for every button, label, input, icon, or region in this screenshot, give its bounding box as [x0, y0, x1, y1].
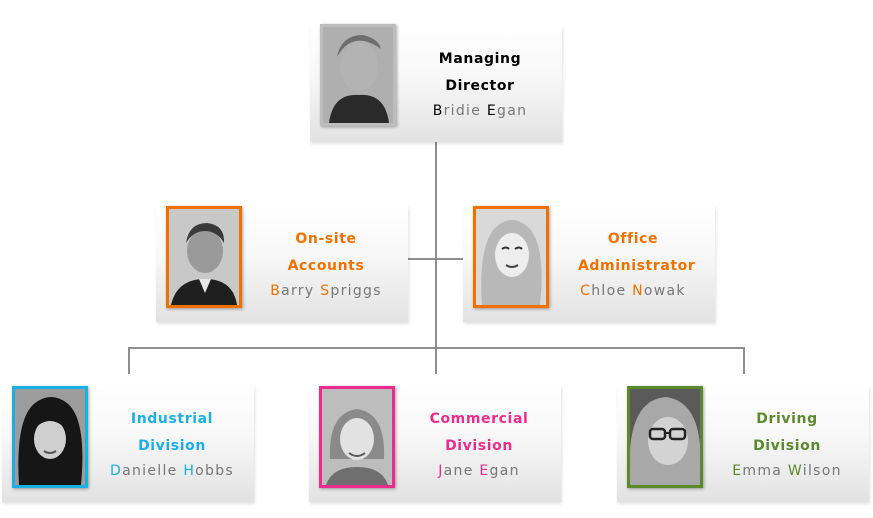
role-title: Commercial Division	[429, 411, 529, 454]
role-title: Office Administrator	[578, 231, 696, 274]
connector-industrial-drop	[128, 347, 130, 374]
name-initial: B	[270, 283, 282, 299]
name-rest: gan	[497, 103, 528, 119]
person-name: Emma Wilson	[732, 460, 842, 482]
name-initial: E	[732, 463, 743, 479]
role-title: Driving Division	[753, 411, 821, 454]
person-name: Jane Egan	[438, 460, 520, 482]
person-photo-icon	[323, 27, 393, 123]
onsite-accounts-text: On-site Accounts Barry Spriggs	[248, 206, 404, 322]
name-initial: D	[110, 463, 123, 479]
onsite-accounts-card: On-site Accounts Barry Spriggs	[156, 206, 408, 322]
person-photo-icon	[630, 389, 700, 485]
office-administrator-card: Office Administrator Chloe Nowak	[463, 206, 715, 322]
name-rest: ane	[443, 463, 480, 479]
industrial-division-photo	[12, 386, 88, 488]
person-photo-icon	[169, 209, 239, 305]
name-rest: anielle	[122, 463, 184, 479]
name-initial: C	[580, 283, 592, 299]
person-name: Barry Spriggs	[270, 280, 382, 302]
person-photo-icon	[15, 389, 85, 485]
driving-division-card: Driving Division Emma Wilson	[617, 386, 869, 502]
office-administrator-text: Office Administrator Chloe Nowak	[555, 206, 711, 322]
managing-director-photo	[320, 24, 396, 126]
onsite-accounts-photo	[166, 206, 242, 308]
commercial-division-card: Commercial Division Jane Egan	[309, 386, 561, 502]
commercial-division-text: Commercial Division Jane Egan	[401, 386, 557, 502]
managing-director-card: Managing Director Bridie Egan	[310, 24, 562, 142]
name-initial: E	[479, 463, 490, 479]
name-rest: ilson	[802, 463, 842, 479]
connector-divisions-horizontal	[128, 347, 745, 349]
driving-division-photo	[627, 386, 703, 488]
name-initial: J	[438, 463, 444, 479]
name-initial: E	[486, 103, 498, 119]
person-photo-icon	[322, 389, 392, 485]
name-rest: gan	[489, 463, 520, 479]
person-name: Chloe Nowak	[580, 280, 686, 302]
name-rest: obbs	[195, 463, 234, 479]
name-rest: mma	[742, 463, 788, 479]
name-initial: N	[632, 283, 644, 299]
person-photo-icon	[476, 209, 546, 305]
person-name: Danielle Hobbs	[110, 460, 234, 482]
role-title: Managing Director	[438, 51, 522, 94]
person-name: Bridie Egan	[433, 100, 528, 122]
managing-director-text: Managing Director Bridie Egan	[402, 26, 558, 142]
name-rest: ridie	[443, 103, 487, 119]
industrial-division-card: Industrial Division Danielle Hobbs	[2, 386, 254, 502]
commercial-division-photo	[319, 386, 395, 488]
office-administrator-photo	[473, 206, 549, 308]
name-rest: hloe	[591, 283, 633, 299]
name-initial: B	[432, 103, 444, 119]
name-rest: priggs	[330, 283, 382, 299]
name-initial: S	[320, 283, 331, 299]
name-rest: owak	[643, 283, 686, 299]
connector-driving-drop	[743, 347, 745, 374]
driving-division-text: Driving Division Emma Wilson	[709, 386, 865, 502]
connector-middle-horizontal	[408, 258, 464, 260]
role-title: On-site Accounts	[287, 231, 365, 274]
industrial-division-text: Industrial Division Danielle Hobbs	[94, 386, 250, 502]
name-initial: W	[787, 463, 803, 479]
role-title: Industrial Division	[130, 411, 214, 454]
name-rest: arry	[281, 283, 321, 299]
name-initial: H	[183, 463, 196, 479]
